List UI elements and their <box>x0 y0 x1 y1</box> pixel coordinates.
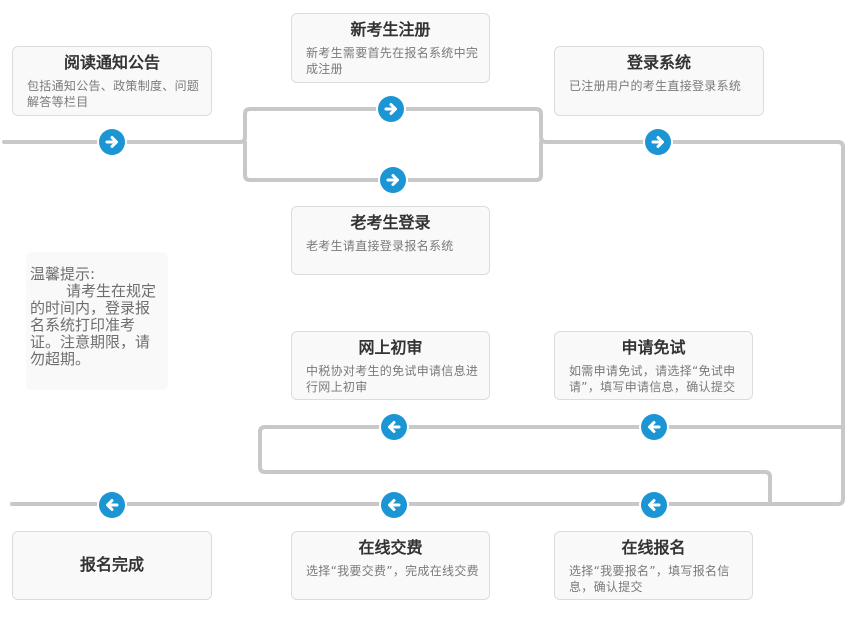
step-title: 网上初审 <box>358 338 423 357</box>
arrow-left-icon[interactable] <box>381 414 407 440</box>
step-description: 已注册用户的考生直接登录系统 <box>569 79 742 93</box>
step-box-online-review: 网上初审 中税协对考生的免试申请信息进行网上初审 <box>291 331 490 400</box>
step-title: 阅读通知公告 <box>63 53 160 72</box>
step-description: 选择“我要报名”，填写报名信息，确认提交 <box>569 564 730 594</box>
arrow-left-icon[interactable] <box>641 492 667 518</box>
step-description: 包括通知公告、政策制度、问题解答等栏目 <box>27 79 200 109</box>
step-box-login: 登录系统 已注册用户的考生直接登录系统 <box>554 46 764 116</box>
step-description: 新考生需要首先在报名系统中完成注册 <box>306 46 479 76</box>
step-description: 老考生请直接登录报名系统 <box>306 239 454 253</box>
step-box-read-notice: 阅读通知公告 包括通知公告、政策制度、问题解答等栏目 <box>12 46 212 116</box>
step-box-register-online: 在线报名 选择“我要报名”，填写报名信息，确认提交 <box>554 531 753 600</box>
step-title: 在线交费 <box>358 538 423 557</box>
step-title: 报名完成 <box>79 555 144 574</box>
step-description: 选择“我要交费”，完成在线交费 <box>306 564 479 578</box>
arrow-right-icon[interactable] <box>645 129 671 155</box>
step-title: 新考生注册 <box>350 20 431 39</box>
step-box-pay-online: 在线交费 选择“我要交费”，完成在线交费 <box>291 531 490 600</box>
step-description: 如需申请免试，请选择“免试申请”，填写申请信息，确认提交 <box>569 364 736 394</box>
arrow-left-icon[interactable] <box>381 492 407 518</box>
reminder-title: 温馨提示: <box>30 265 96 283</box>
arrow-right-icon[interactable] <box>378 96 404 122</box>
arrow-right-icon[interactable] <box>380 167 406 193</box>
step-title: 在线报名 <box>621 538 686 557</box>
step-box-new-register: 新考生注册 新考生需要首先在报名系统中完成注册 <box>291 13 490 83</box>
step-box-complete: 报名完成 <box>12 531 212 600</box>
arrow-left-icon[interactable] <box>641 414 667 440</box>
reminder-note: 温馨提示: 请考生在规定的时间内，登录报名系统打印准考证。注意期限，请勿超期。 <box>26 252 168 390</box>
step-box-old-login: 老考生登录 老考生请直接登录报名系统 <box>291 206 490 275</box>
arrow-left-icon[interactable] <box>99 492 125 518</box>
arrow-right-icon[interactable] <box>99 129 125 155</box>
step-title: 登录系统 <box>626 53 691 72</box>
step-title: 申请免试 <box>621 338 686 357</box>
step-description: 中税协对考生的免试申请信息进行网上初审 <box>306 364 479 394</box>
step-title: 老考生登录 <box>350 213 431 232</box>
reminder-body: 请考生在规定的时间内，登录报名系统打印准考证。注意期限，请勿超期。 <box>30 282 157 368</box>
step-box-apply-exempt: 申请免试 如需申请免试，请选择“免试申请”，填写申请信息，确认提交 <box>554 331 753 400</box>
